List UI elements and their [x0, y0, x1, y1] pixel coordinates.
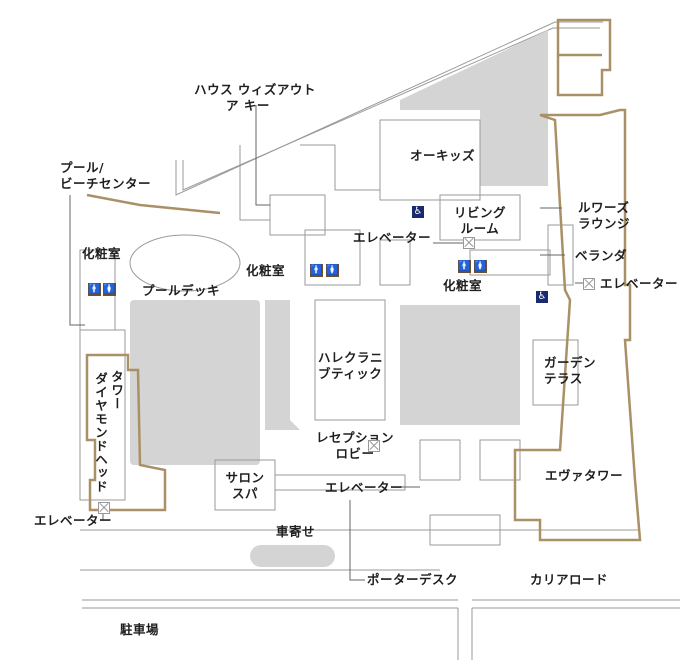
- elevator-marker-icon: [463, 237, 475, 249]
- elevator-marker-icon: [368, 440, 380, 452]
- restroom-male-icon: 🚹: [88, 283, 101, 296]
- label-elevator-lobby: エレベーター: [325, 480, 404, 495]
- elevator-marker-icon: [98, 502, 110, 514]
- leader-lines: [69, 105, 588, 581]
- label-elevator-right: エレベーター: [600, 276, 679, 291]
- elevator-marker-icon: [583, 278, 595, 290]
- roads: [80, 529, 680, 660]
- label-restroom-center: 化粧室: [246, 263, 286, 278]
- restroom-female-icon: 🚺: [103, 283, 116, 296]
- label-halekulani-boutique: ハレクラニ ブティック: [318, 350, 384, 381]
- restroom-male-icon: 🚹: [458, 260, 471, 273]
- label-ewa-tower: エヴァタワー: [545, 468, 624, 483]
- label-diamond-head-tower-sub: タワー: [109, 370, 124, 411]
- lawn-areas: [130, 30, 548, 567]
- label-pool-deck: プールデッキ: [142, 283, 221, 298]
- label-reception-lobby: レセプション ロビー: [315, 430, 394, 461]
- label-restroom-right: 化粧室: [443, 278, 483, 293]
- tower-outlines: [85, 18, 642, 542]
- label-pool-beach-center: プール/ ビーチセンター: [60, 160, 152, 191]
- label-salon-spa: サロン スパ: [225, 470, 265, 501]
- label-restroom-left: 化粧室: [82, 246, 122, 261]
- label-orchids: オーキッズ: [410, 148, 476, 163]
- label-diamond-head-tower: ダイヤモンドヘッド: [93, 372, 108, 494]
- label-kalia-road: カリアロード: [530, 572, 609, 587]
- accessible-icon: ♿: [412, 206, 424, 218]
- building-lines: [79, 119, 579, 546]
- seawall: [175, 21, 603, 196]
- restroom-male-icon: 🚹: [310, 264, 323, 277]
- label-elevator-center: エレベーター: [353, 230, 432, 245]
- label-living-room: リビング ルーム: [453, 205, 506, 236]
- label-garden-terrace: ガーデン テラス: [544, 355, 597, 386]
- label-veranda: ベランダ: [575, 248, 628, 263]
- label-porter-desk: ポーターデスク: [367, 572, 459, 587]
- label-porte-cochere: 車寄せ: [276, 524, 316, 539]
- label-elevator-left: エレベーター: [34, 513, 113, 528]
- restroom-female-icon: 🚺: [326, 264, 339, 277]
- pool: [129, 234, 241, 292]
- accessible-icon: ♿: [536, 291, 548, 303]
- label-house-without-a-key: ハウス ウィズアウト ア キー: [194, 82, 316, 113]
- label-parking: 駐車場: [120, 622, 160, 637]
- label-lewers-lounge: ルワーズ ラウンジ: [578, 200, 631, 231]
- restroom-female-icon: 🚺: [474, 260, 487, 273]
